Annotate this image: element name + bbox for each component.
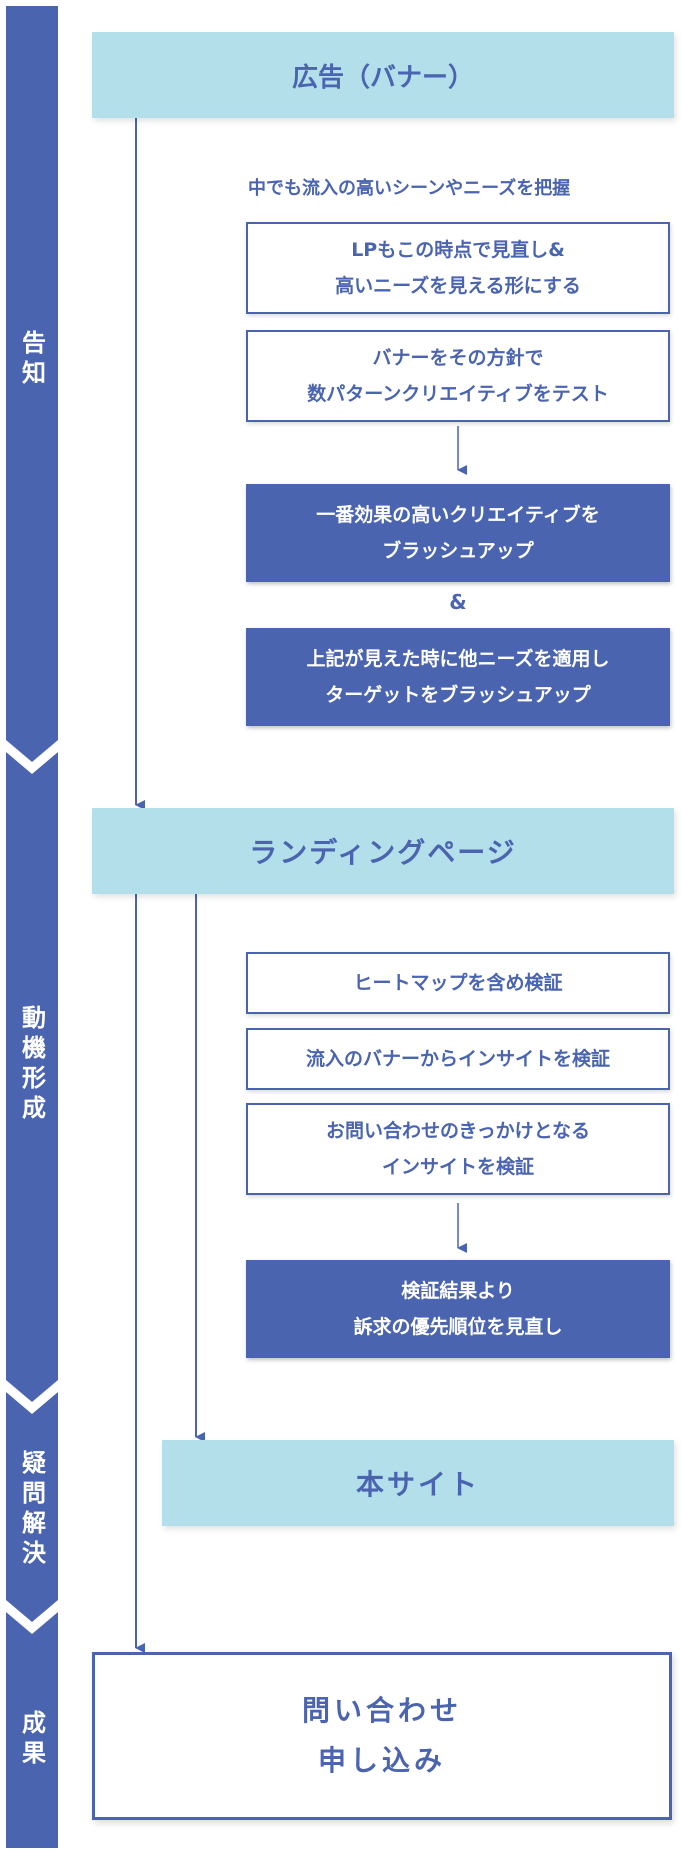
banner-step-test-creatives-line1: バナーをその方針で <box>372 347 544 369</box>
banner-ampersand: & <box>449 590 467 614</box>
stage-segment-awareness <box>6 6 58 762</box>
banner-step-test-creatives-line2: 数パターンクリエイティブをテスト <box>307 383 609 405</box>
stage-segment-result <box>6 1612 58 1848</box>
conversion-line1: 問い合わせ <box>301 1694 462 1727</box>
banner-step-apply-other-needs-line2: ターゲットをブラッシュアップ <box>325 684 591 706</box>
banner-ad-title: 広告（バナー） <box>291 62 474 93</box>
banner-step-brushup-best-line1: 一番効果の高いクリエイティブを <box>316 504 600 526</box>
landing-step-inquiry-insight-line2: インサイトを検証 <box>381 1156 534 1178</box>
stage-label-awareness: 告知 <box>17 330 46 390</box>
conversion-box: 問い合わせ 申し込み <box>92 1652 672 1820</box>
banner-step-test-creatives: バナーをその方針で 数パターンクリエイティブをテスト <box>246 330 670 422</box>
landing-step-heatmap: ヒートマップを含め検証 <box>246 952 670 1014</box>
main-site-title: 本サイト <box>355 1468 480 1501</box>
banner-step-review-lp-line1: LPもこの時点で見直し& <box>351 239 565 261</box>
banner-step-review-lp: LPもこの時点で見直し& 高いニーズを見える形にする <box>246 222 670 314</box>
stage-label-question: 疑問解決 <box>17 1450 46 1570</box>
banner-step-apply-other-needs-line1: 上記が見えた時に他ニーズを適用し <box>306 648 610 670</box>
landing-step-heatmap-label: ヒートマップを含め検証 <box>353 972 563 994</box>
landing-step-inquiry-insight: お問い合わせのきっかけとなる インサイトを検証 <box>246 1103 670 1195</box>
landing-page-title: ランディングページ <box>249 836 517 869</box>
banner-step-apply-other-needs: 上記が見えた時に他ニーズを適用し ターゲットをブラッシュアップ <box>246 628 670 726</box>
landing-step-banner-insight-label: 流入のバナーからインサイトを検証 <box>305 1048 610 1070</box>
landing-step-reprioritize: 検証結果より 訴求の優先順位を見直し <box>246 1260 670 1358</box>
main-site-band: 本サイト <box>162 1440 674 1526</box>
banner-step-review-lp-line2: 高いニーズを見える形にする <box>335 275 581 297</box>
stage-segment-question <box>6 1392 58 1622</box>
landing-step-banner-insight: 流入のバナーからインサイトを検証 <box>246 1028 670 1090</box>
banner-step-brushup-best: 一番効果の高いクリエイティブを ブラッシュアップ <box>246 484 670 582</box>
landing-page-band: ランディングページ <box>92 808 674 894</box>
banner-step-brushup-best-line2: ブラッシュアップ <box>382 540 534 562</box>
landing-step-inquiry-insight-line1: お問い合わせのきっかけとなる <box>325 1120 591 1142</box>
stage-label-motivation: 動機形成 <box>17 1005 46 1125</box>
conversion-line2: 申し込み <box>317 1744 446 1777</box>
landing-step-reprioritize-line1: 検証結果より <box>401 1280 515 1302</box>
banner-ad-band: 広告（バナー） <box>92 32 674 118</box>
landing-step-reprioritize-line2: 訴求の優先順位を見直し <box>353 1316 563 1338</box>
stage-label-result: 成果 <box>17 1710 46 1770</box>
banner-note: 中でも流入の高いシーンやニーズを把握 <box>248 178 571 199</box>
stage-segment-motivation <box>6 752 58 1402</box>
